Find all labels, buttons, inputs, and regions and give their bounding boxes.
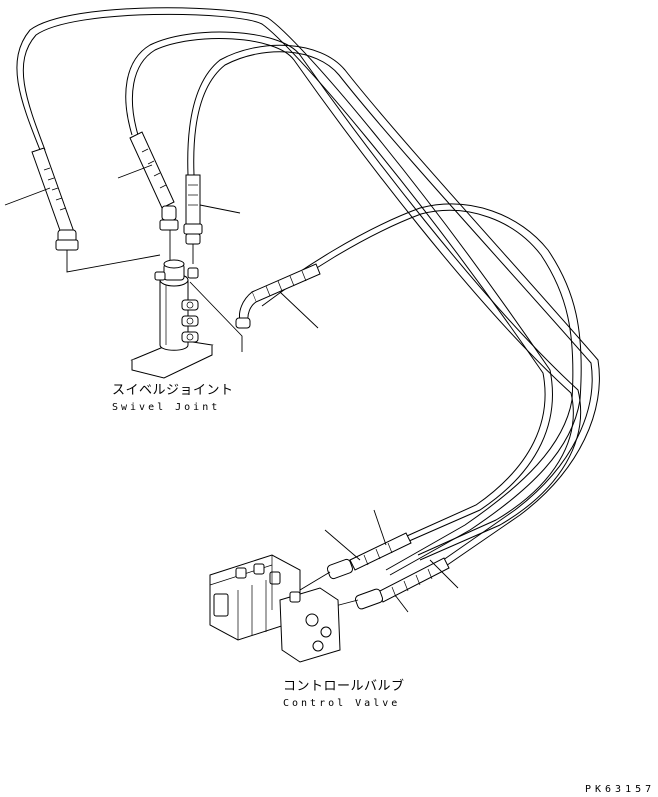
hose-sleeve-right: [185, 174, 201, 226]
swivel-joint-label-jp: スイベルジョイント: [112, 383, 234, 398]
fitting-center: [159, 205, 179, 231]
hose-loop-1: [16, 7, 553, 546]
swivel-joint-label-en: Swivel Joint: [112, 402, 220, 413]
control-valve-label-en: Control Valve: [283, 698, 400, 709]
hose-sleeve-center: [129, 131, 175, 209]
swivel-joint: [130, 259, 214, 379]
cv-hose-sleeve-lower: [355, 557, 450, 610]
control-valve-label-jp: コントロールバルブ: [283, 678, 405, 694]
elbow-hose-sleeve: [235, 263, 321, 329]
hose-loop-2: [125, 31, 582, 561]
fitting-left: [55, 229, 79, 251]
cv-hose-sleeve-upper: [326, 532, 412, 580]
fitting-right: [183, 223, 203, 245]
control-valve: [209, 554, 341, 663]
part-code: PK63157: [585, 784, 655, 795]
hose-loop-3: [187, 44, 600, 571]
callout-leaders: [4, 164, 459, 613]
hose-loop-4: [259, 203, 582, 576]
